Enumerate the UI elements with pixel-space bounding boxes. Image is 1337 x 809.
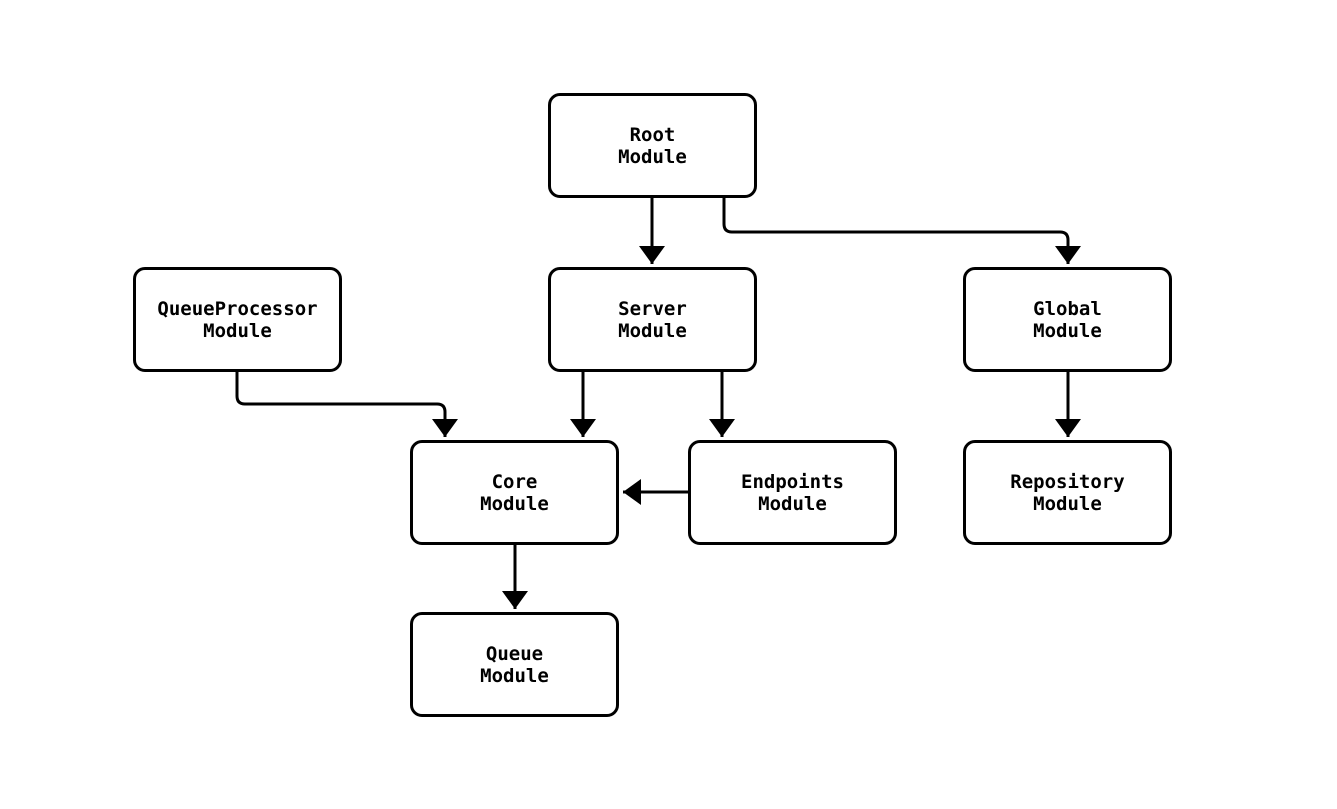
edge-queueprocessor-to-core [235,372,458,437]
node-queue-module: Queue Module [410,612,619,717]
node-server-module: Server Module [548,267,757,372]
node-label: Module [758,492,827,515]
node-label: Module [480,664,549,687]
node-label: Module [618,145,687,168]
node-label: Module [1033,492,1102,515]
node-global-module: Global Module [963,267,1172,372]
node-label: QueueProcessor [157,297,318,320]
node-label: Global [1033,297,1102,320]
node-label: Repository [1010,470,1125,493]
node-core-module: Core Module [410,440,619,545]
edge-root-to-global [722,198,1081,264]
node-label: Core [491,470,538,493]
node-endpoints-module: Endpoints Module [688,440,897,545]
node-root-module: Root Module [548,93,757,198]
node-label: Root [629,123,676,146]
node-label: Endpoints [741,470,844,493]
node-label: Module [618,319,687,342]
node-repository-module: Repository Module [963,440,1172,545]
node-label: Module [1033,319,1102,342]
node-queueprocessor-module: QueueProcessor Module [133,267,342,372]
node-label: Module [203,319,272,342]
node-label: Module [480,492,549,515]
node-label: Queue [485,642,544,665]
node-label: Server [618,297,687,320]
